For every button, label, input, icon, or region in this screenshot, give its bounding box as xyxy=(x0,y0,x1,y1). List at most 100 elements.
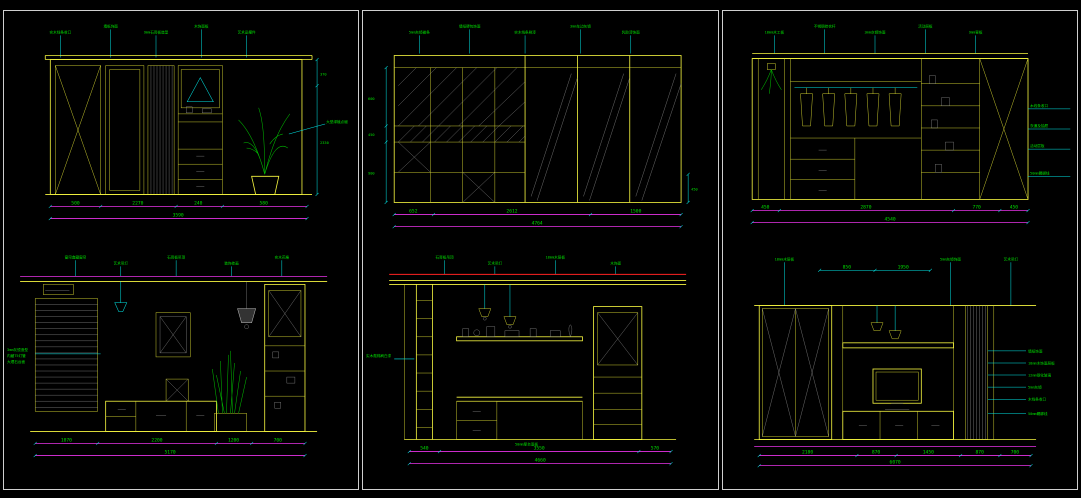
annotation-label: 大理石台面 xyxy=(7,359,25,364)
total-dimension-row xyxy=(392,224,684,229)
annotation-label: 18mm木工板 xyxy=(764,29,784,34)
total-dimension-label: 5170 xyxy=(165,450,176,456)
dimension-label: 370 xyxy=(320,73,327,77)
annotation-label: 活动层板 xyxy=(918,23,933,28)
pendant-lamp xyxy=(114,281,128,312)
annotation-label: 衣通及抽屉 xyxy=(1030,123,1048,128)
sheet-column-2: 5mm灰镜嵌条 墙纸硬包饰面 实木线条刷漆 3mm车边灰镜 乳胶漆饰面 xyxy=(362,10,719,490)
mirror-door xyxy=(55,65,101,195)
dimension-row xyxy=(48,204,309,209)
annotation-label: 装饰挂画 xyxy=(224,260,239,265)
annotation-leader-lines xyxy=(773,29,976,54)
ac-unit xyxy=(43,284,74,295)
roller-blind xyxy=(34,298,98,412)
annotation-label: 18mm木层板 xyxy=(774,256,794,261)
annotation-label: 活动层板 xyxy=(1030,143,1045,148)
total-dimension-row xyxy=(750,220,1030,225)
annotation-label: 实木线条刷漆 xyxy=(515,29,537,34)
plant-annotation-leader xyxy=(288,123,326,135)
dimension-label: 1070 xyxy=(61,437,72,443)
tall-storage-unit xyxy=(593,306,643,440)
annotation-label: 12mm钢化玻璃 xyxy=(1028,373,1052,378)
dimension-label: 850 xyxy=(842,264,851,270)
glass-hatch xyxy=(398,67,526,127)
hatched-panel xyxy=(147,65,175,195)
drawer-section xyxy=(790,137,921,200)
total-dimension-row xyxy=(407,461,674,466)
dimension-label: 2870 xyxy=(860,205,871,211)
total-dimension-label: 4660 xyxy=(535,458,546,464)
dark-pendant-lamp xyxy=(237,281,256,329)
annotation-label: 实木爬梯刷白漆 xyxy=(366,353,392,358)
annotation-label: 艺术吊灯 xyxy=(114,260,129,265)
annotation-label: 50mm踢脚线 xyxy=(1030,170,1050,175)
annotation-leader-lines xyxy=(783,262,1011,306)
annotation-label: 50mm踢脚线 xyxy=(1028,411,1048,416)
mirror-door-panels xyxy=(531,55,682,203)
crown-moulding xyxy=(44,55,313,60)
annotation-label: 5mm灰镜 xyxy=(1028,385,1042,390)
dimension-label: 600 xyxy=(368,97,375,101)
dimension-label: 870 xyxy=(975,450,984,456)
grass-plants xyxy=(212,350,247,432)
pendant-lamps xyxy=(870,305,902,340)
door-panel xyxy=(105,65,145,195)
total-dimension-label: 4764 xyxy=(532,221,543,227)
annotation-label: 木线条收口 xyxy=(1028,397,1046,402)
hanging-clothes xyxy=(799,87,902,127)
annotation-label: 50mm厚台面板 xyxy=(515,442,539,447)
dimension-label: 700 xyxy=(274,437,283,443)
dimension-label: 450 xyxy=(1009,205,1018,211)
wall-art-frame xyxy=(155,312,191,358)
annotation-label: 石膏板吊顶 xyxy=(436,254,454,259)
shelf-column xyxy=(920,58,980,200)
ceiling-line xyxy=(389,273,687,285)
dimension-label: 1950 xyxy=(897,264,908,270)
tv-cabinet xyxy=(105,400,217,432)
annotation-label: 窗帘盒藏窗帘 xyxy=(65,254,87,259)
left-grid-panels xyxy=(394,55,526,203)
pendant-lamps xyxy=(478,284,517,329)
annotation-label: 实木线条收口 xyxy=(50,29,72,34)
height-dimension-line xyxy=(315,57,319,197)
mirror-end-panel xyxy=(979,58,1028,200)
drawing-living-room-tv-wall-elevation: 窗帘盒藏窗帘 艺术吊灯 石膏板吊顶 装饰挂画 实木花格 xyxy=(7,254,328,458)
annotation-label: 实木花格 xyxy=(275,254,290,259)
right-annotation-leaders xyxy=(1027,108,1070,177)
drawing-wardrobe-internal-elevation: 18mm木工板 不锈钢挂衣杆 3mm灰镜饰面 活动层板 9mm背板 xyxy=(750,23,1070,225)
annotation-label: 艺术吊灯 xyxy=(1003,256,1018,261)
drawing-study-cabinet-elevation: 5mm灰镜嵌条 墙纸硬包饰面 实木线条刷漆 3mm车边灰镜 乳胶漆饰面 xyxy=(368,23,698,229)
annotation-leader-lines xyxy=(60,29,247,58)
total-dimension-row xyxy=(48,216,309,221)
annotation-label: 9mm背板 xyxy=(968,29,982,34)
dimension-label: 2180 xyxy=(802,450,813,456)
floor-line xyxy=(753,439,1036,447)
drawing-bedroom-wardrobe-elevation: 实木线条收口 墙纸饰面 9mm石膏板造型 木饰面板 艺术品摆件 xyxy=(44,23,348,221)
dimension-label: 3550 xyxy=(534,446,545,452)
fireplace-box xyxy=(165,378,189,402)
sheet-column-3: 18mm木工板 不锈钢挂衣杆 3mm灰镜饰面 活动层板 9mm背板 xyxy=(721,10,1078,490)
wallpaper-band-hatch xyxy=(398,125,526,143)
total-dimension-label: 3590 xyxy=(173,213,184,219)
floating-shelf xyxy=(456,324,584,342)
annotation-leader-lines xyxy=(75,260,283,277)
dimension-label: 500 xyxy=(71,200,80,206)
dimension-label: 1500 xyxy=(631,209,642,215)
floating-shelf xyxy=(842,342,954,349)
dimension-row xyxy=(33,441,307,446)
annotation-label: 石膏板吊顶 xyxy=(167,254,185,259)
annotation-label: 内藏T5灯管 xyxy=(7,353,26,358)
dimension-label: 2270 xyxy=(132,200,143,206)
total-dimension-label: 6070 xyxy=(889,460,900,466)
total-dimension-label: 4540 xyxy=(884,217,895,223)
dimension-label: 580 xyxy=(260,200,269,206)
wardrobe-outline xyxy=(751,58,1029,200)
annotation-label: 5mm灰镜嵌条 xyxy=(409,29,430,34)
dimension-label: 1200 xyxy=(228,437,239,443)
hatched-column xyxy=(965,305,994,440)
annotation-label: 乳胶漆饰面 xyxy=(622,29,640,34)
dimension-label: 1450 xyxy=(922,450,933,456)
tall-display-cabinet xyxy=(264,284,306,432)
dimension-row xyxy=(392,212,684,217)
